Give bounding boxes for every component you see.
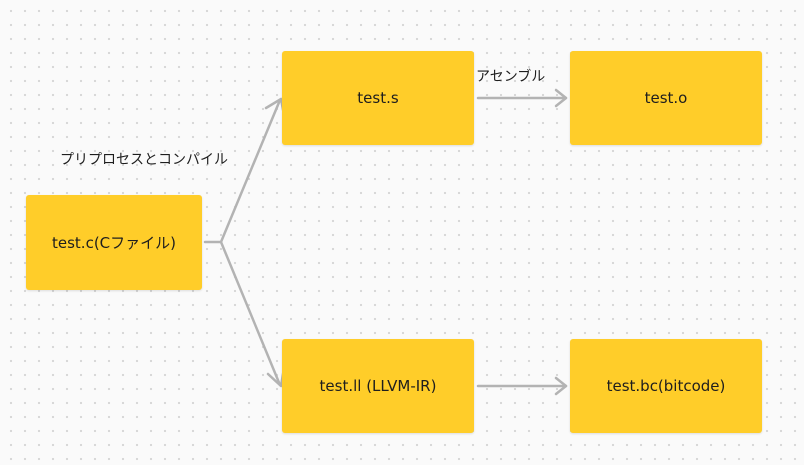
node-test-c[interactable]: test.c(Cファイル) — [26, 195, 202, 290]
node-test-s[interactable]: test.s — [282, 51, 474, 145]
edge-label-assemble: アセンブル — [476, 69, 546, 85]
connector-c-to-s[interactable] — [219, 98, 282, 244]
node-test-ll[interactable]: test.ll (LLVM-IR) — [282, 339, 474, 433]
node-test-o-label: test.o — [644, 89, 688, 107]
node-test-bc-label: test.bc(bitcode) — [606, 377, 726, 395]
node-test-s-label: test.s — [357, 89, 399, 107]
node-test-ll-label: test.ll (LLVM-IR) — [319, 377, 437, 395]
node-test-o[interactable]: test.o — [570, 51, 762, 145]
edge-label-preprocess-compile: プリプロセスとコンパイル — [60, 152, 228, 168]
node-test-c-label: test.c(Cファイル) — [52, 234, 176, 252]
arrowhead-s-to-o — [554, 88, 568, 108]
node-test-bc[interactable]: test.bc(bitcode) — [570, 339, 762, 433]
arrowhead-ll-to-bc — [554, 376, 568, 396]
connector-c-to-ll[interactable] — [219, 240, 282, 387]
